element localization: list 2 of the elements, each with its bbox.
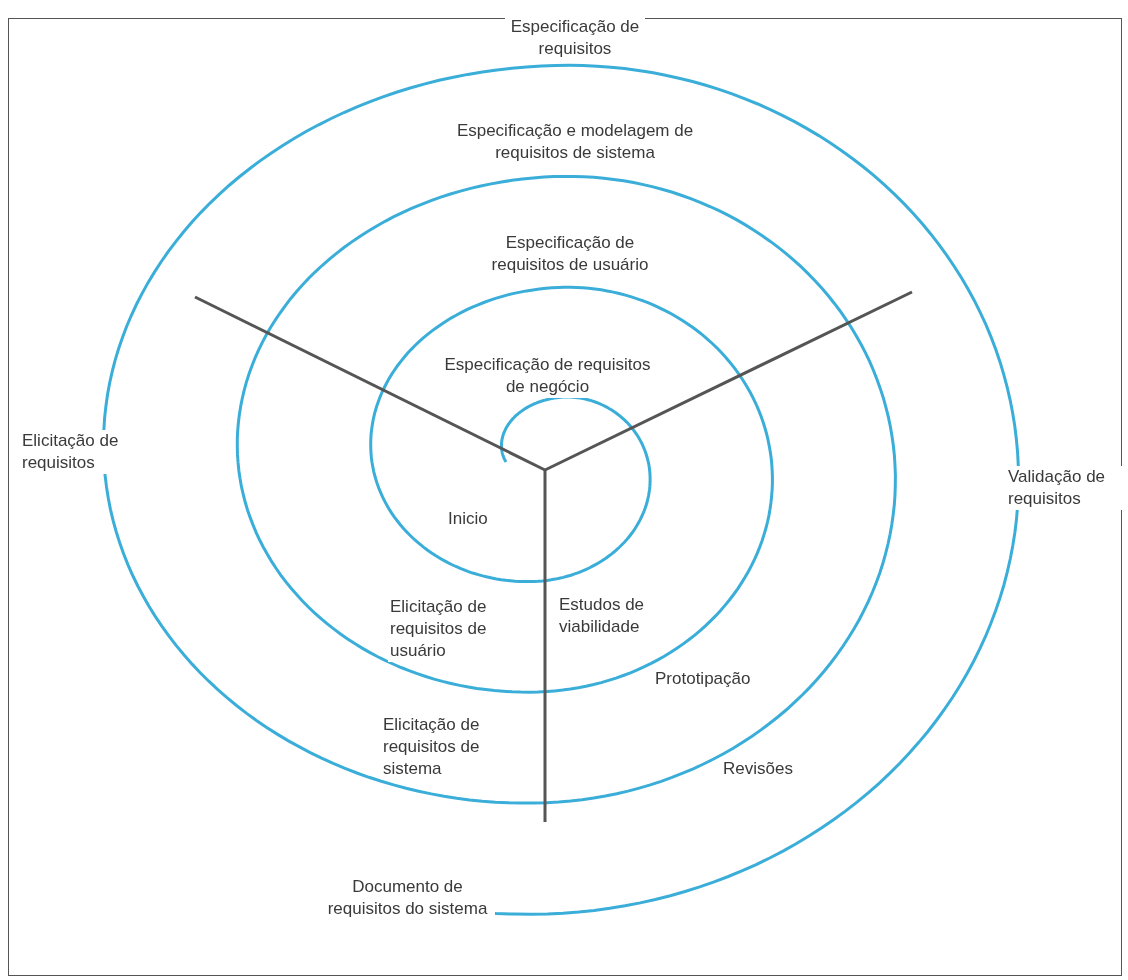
phase-label: Especificação de requisitos [505,16,645,60]
phase-label: Validação de requisitos [1006,466,1124,510]
